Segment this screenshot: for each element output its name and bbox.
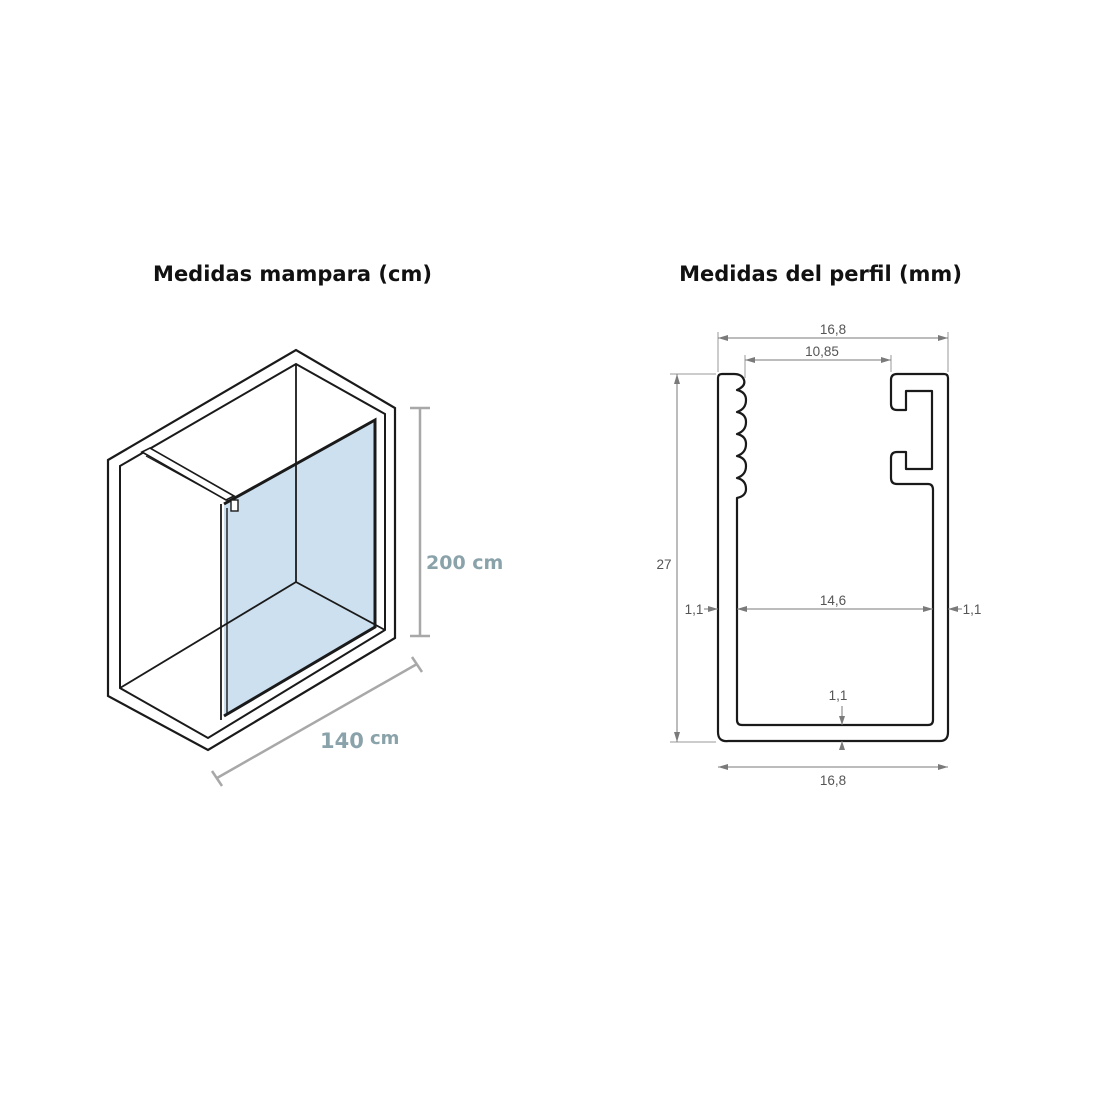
shower-screen-title: Medidas mampara (cm) bbox=[153, 262, 432, 286]
profile-title: Medidas del perfil (mm) bbox=[679, 262, 962, 286]
width-dim-unit: cm bbox=[370, 728, 399, 749]
dim-right-wall-label: 1,1 bbox=[963, 602, 982, 617]
profile-left-wall bbox=[716, 372, 950, 743]
width-dim-cap-right bbox=[410, 656, 424, 673]
width-dim-cap-left bbox=[210, 770, 224, 787]
outer-frame bbox=[106, 348, 397, 752]
support-bar bbox=[140, 447, 236, 501]
dim-bottom-wall-arrow-bottom bbox=[839, 741, 845, 750]
support-bar-line bbox=[145, 455, 231, 503]
dim-top-outer-arrow-right bbox=[938, 335, 948, 341]
width-dim-line bbox=[216, 662, 418, 780]
dim-bottom-wall-label: 1,1 bbox=[829, 688, 848, 703]
floor-edge-right bbox=[295, 581, 386, 631]
dim-left-wall-label: 1,1 bbox=[685, 602, 704, 617]
dim-bottom-outer-arrow-left bbox=[718, 764, 728, 770]
profile-diagram: 16,8 10,85 27 14,6 1,1 1,1 1,1 bbox=[656, 322, 981, 788]
dim-top-opening-arrow-right bbox=[881, 357, 891, 363]
dim-right-wall-arrow bbox=[948, 606, 958, 612]
width-dim-value: 140 bbox=[320, 729, 364, 753]
dim-height-arrow-top bbox=[674, 374, 680, 384]
dim-height-label: 27 bbox=[656, 557, 671, 572]
dim-bottom-wall-arrow-top bbox=[839, 716, 845, 725]
dim-inner-width-arrow-right bbox=[923, 606, 933, 612]
shower-screen-diagram: 200 cm 140 cm bbox=[106, 348, 503, 787]
dim-top-opening-label: 10,85 bbox=[805, 344, 839, 359]
dim-height-arrow-bottom bbox=[674, 732, 680, 742]
dim-inner-width-arrow-left bbox=[737, 606, 747, 612]
glass-panel-frame bbox=[223, 417, 377, 718]
dim-left-wall-arrow bbox=[708, 606, 718, 612]
dim-bottom-outer-label: 16,8 bbox=[820, 773, 846, 788]
support-bar-bracket bbox=[230, 499, 239, 512]
height-dim-label: 200 cm bbox=[426, 552, 503, 574]
dim-top-outer-arrow-left bbox=[718, 335, 728, 341]
floor-edge-left bbox=[119, 581, 297, 689]
dim-bottom-outer-arrow-right bbox=[938, 764, 948, 770]
dim-inner-width-label: 14,6 bbox=[820, 593, 846, 608]
dim-top-opening-arrow-left bbox=[745, 357, 755, 363]
glass-panel bbox=[224, 420, 375, 716]
dim-top-outer-label: 16,8 bbox=[820, 322, 846, 337]
